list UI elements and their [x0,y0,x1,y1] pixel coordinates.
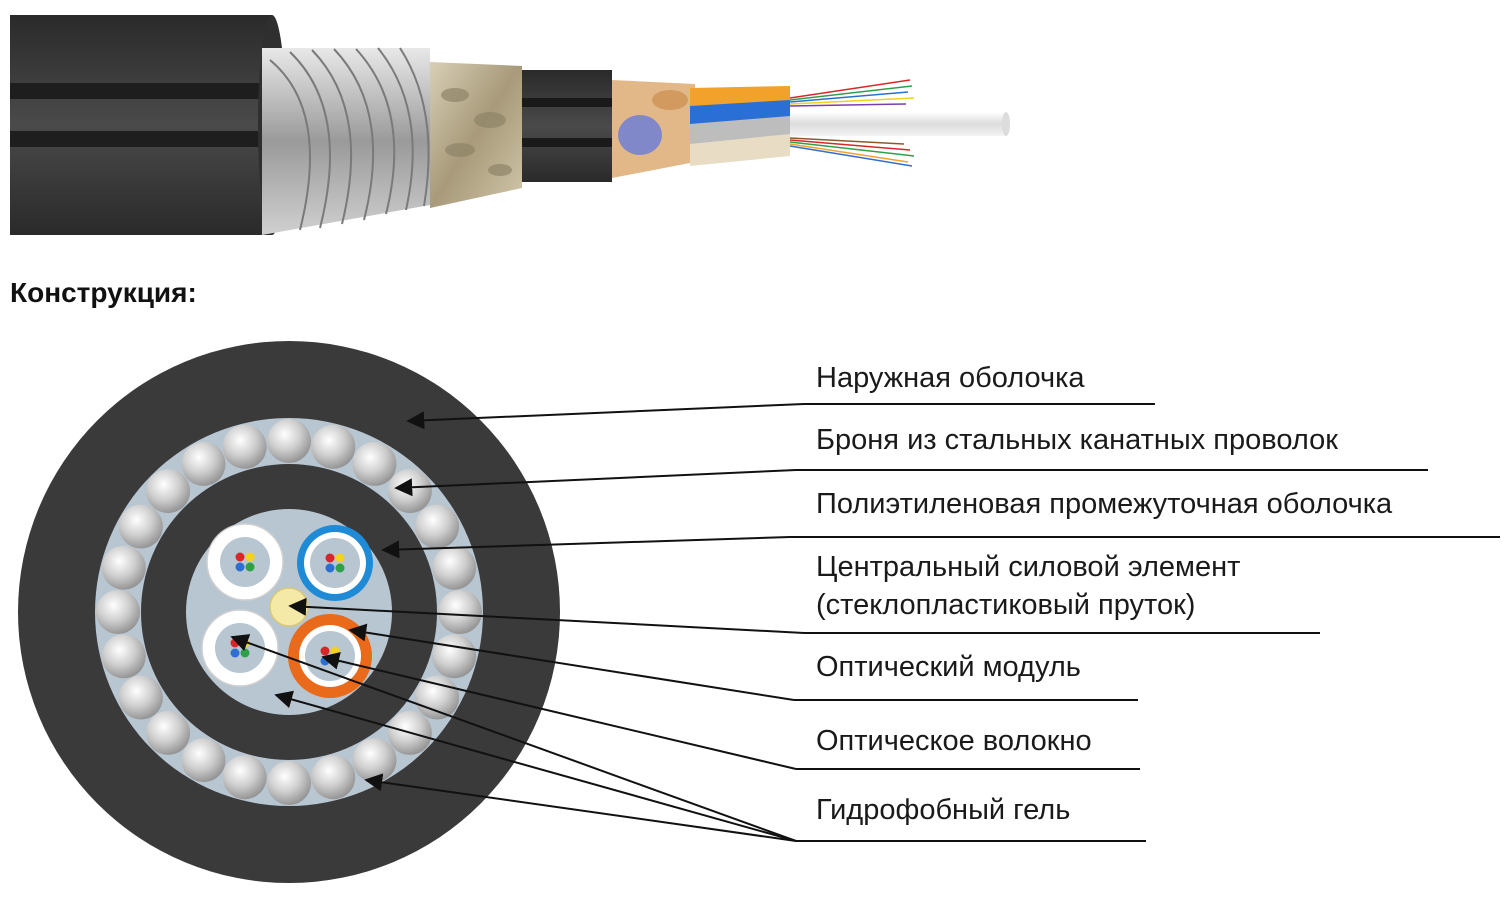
armor-wire [101,545,146,590]
optical-fiber [240,648,250,658]
cable-photo-icon [10,15,1010,235]
page-title: Конструкция: [10,277,197,308]
optical-fiber [335,553,345,563]
label-central-member-note: (стеклопластиковый пруток) [816,589,1195,621]
optical-module-bottom-left [201,609,279,687]
optical-fiber [335,563,345,573]
label-outer-sheath: Наружная оболочка [816,362,1085,394]
optical-module-bottom-right [288,614,372,698]
optical-fiber [325,553,335,563]
optical-fiber [325,563,335,573]
optical-fiber [245,562,255,572]
armor-wire [415,675,460,720]
armor-wire [146,469,191,514]
armor-wire [222,755,267,800]
leader-lines [230,403,1500,842]
armor-wires [96,419,482,805]
armor-wire [415,504,460,549]
optical-fiber [235,562,245,572]
armor-wire [387,469,432,514]
armor-wire [267,419,311,463]
armor-wire [118,675,163,720]
armor-wire [222,424,267,469]
armor-wire [432,634,477,679]
optical-module-top-right [297,525,373,601]
optical-module-top-left [206,523,284,601]
label-optical-fiber: Оптическое волокно [816,725,1092,757]
optical-fiber [235,552,245,562]
optical-fiber [245,552,255,562]
armor-wire [101,634,146,679]
armor-wire [352,441,397,486]
label-gel: Гидрофобный гель [816,794,1070,826]
armor-wire [432,545,477,590]
armor-wire [181,738,226,783]
cross-section-icon [18,341,560,883]
armor-wire [146,710,191,755]
armor-wire [438,590,482,634]
armor-wire [118,504,163,549]
optical-fiber [330,646,340,656]
label-armor: Броня из стальных канатных проволок [816,424,1338,456]
armor-wire [352,738,397,783]
armor-wire [96,590,140,634]
armor-wire [311,755,356,800]
label-intermediate-sheath: Полиэтиленовая промежуточная оболочка [816,488,1393,520]
armor-wire [267,761,311,805]
armor-wire [311,424,356,469]
armor-wire [181,441,226,486]
optical-fiber [320,646,330,656]
label-optical-module: Оптический модуль [816,651,1081,683]
optical-fiber [230,648,240,658]
label-central-member: Центральный силовой элемент [816,551,1240,583]
